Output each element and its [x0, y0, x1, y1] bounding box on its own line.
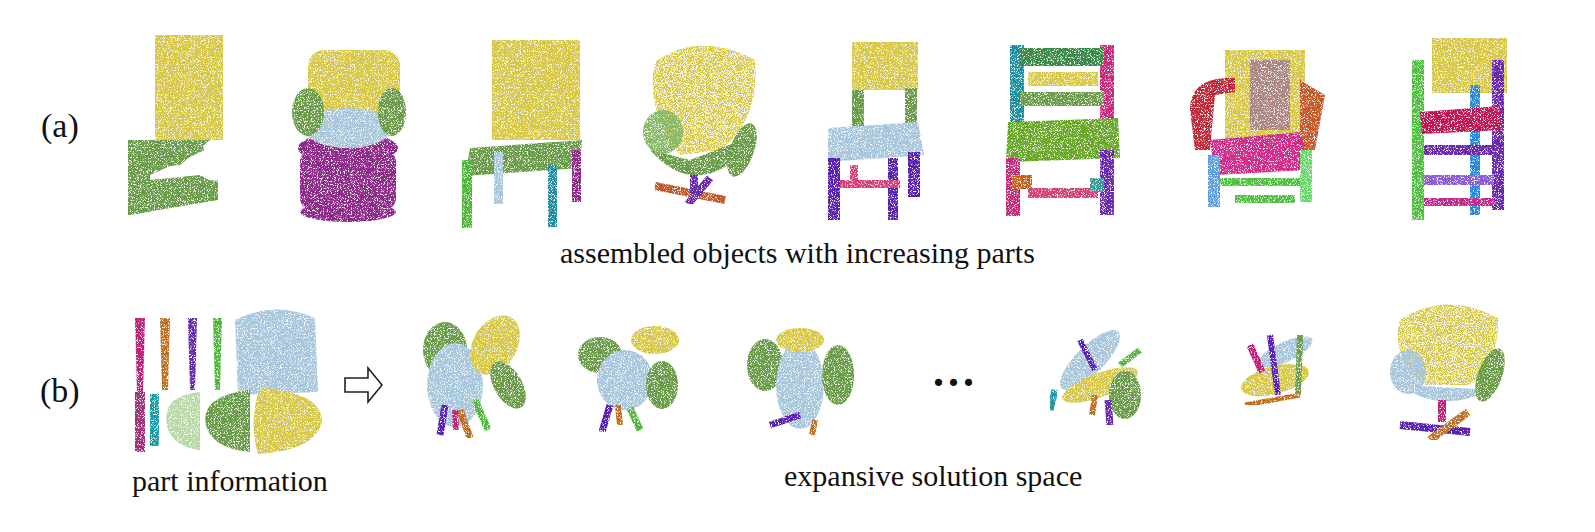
hollow-arrow	[345, 368, 382, 402]
jumbled-assembly-1	[423, 306, 533, 438]
chair-6	[1006, 45, 1120, 216]
caption-label: assembled objects with increasing parts	[560, 236, 1035, 269]
chair-7	[1190, 50, 1325, 207]
ellipsis: ...	[933, 348, 978, 396]
jumbled-assembly-4	[1050, 322, 1142, 425]
jumbled-assembly-3	[747, 328, 854, 435]
chair-8	[1412, 38, 1507, 220]
chair-1	[128, 35, 223, 215]
panel-label: (b)	[40, 372, 80, 409]
jumbled-assembly-5	[1238, 330, 1317, 405]
caption-label: part information	[132, 464, 328, 497]
caption-label: expansive solution space	[784, 459, 1082, 492]
chair-3	[462, 40, 582, 228]
chair-4-seat	[643, 110, 763, 204]
chair-5	[828, 42, 924, 220]
panel-label: (a)	[41, 107, 79, 144]
chair-2	[292, 50, 406, 222]
part-pieces	[135, 309, 322, 454]
assembled-chair-seat	[1390, 345, 1511, 440]
jumbled-assembly-2	[578, 326, 679, 432]
